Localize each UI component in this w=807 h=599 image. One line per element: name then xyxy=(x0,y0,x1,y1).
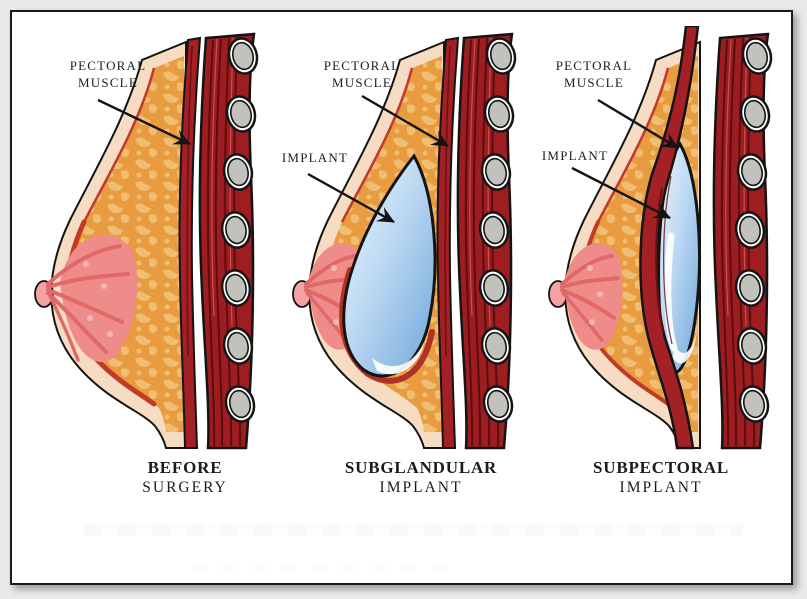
pectoral-muscle-label: PECTORAL MUSCLE xyxy=(526,58,662,91)
pectoral-muscle-arrow xyxy=(97,98,191,146)
pectoral-muscle-label-line1: PECTORAL xyxy=(555,58,633,73)
caption-before-surgery: BEFORE SURGERY xyxy=(60,458,310,497)
anatomy-subpectoral-implant xyxy=(548,26,777,450)
pectoral-muscle-label: PECTORAL MUSCLE xyxy=(288,58,436,91)
pectoral-muscle-arrow xyxy=(361,94,449,148)
mammary-gland xyxy=(560,243,623,350)
caption-line1: SUBGLANDULAR xyxy=(344,458,498,477)
faint-watermark-text-2 xyxy=(192,564,462,572)
caption-line1: SUBPECTORAL xyxy=(592,458,730,477)
implant-highlight xyxy=(664,232,678,352)
caption-subpectoral-implant: SUBPECTORAL IMPLANT xyxy=(536,458,786,497)
caption-line2: SURGERY xyxy=(142,479,228,496)
illustration-frame: PECTORAL MUSCLE BEFORE SURGERY xyxy=(10,10,793,585)
caption-subglandular-implant: SUBGLANDULAR IMPLANT xyxy=(296,458,546,497)
implant-highlight xyxy=(372,342,424,375)
pectoral-muscle-label-line2: MUSCLE xyxy=(332,74,392,90)
mammary-gland xyxy=(46,234,138,362)
anatomy-before-surgery xyxy=(34,32,263,450)
caption-line2: IMPLANT xyxy=(379,479,463,496)
pectoral-muscle-label: PECTORAL MUSCLE xyxy=(34,58,182,91)
capsule-line-top xyxy=(596,67,670,223)
implant-arrow xyxy=(571,166,671,220)
anatomy-subglandular-implant xyxy=(292,32,521,450)
pectoral-muscle-arrow xyxy=(597,98,679,150)
implant xyxy=(342,153,437,378)
implant-highlight-crescent xyxy=(673,330,697,364)
implant-label: IMPLANT xyxy=(541,148,609,163)
implant-arrow xyxy=(307,172,395,224)
caption-line2: IMPLANT xyxy=(619,479,703,496)
caption-line1: BEFORE xyxy=(147,458,223,477)
faint-watermark-text xyxy=(84,524,743,536)
capsule-line-top xyxy=(340,67,414,223)
capsule-line-top xyxy=(82,67,156,223)
panel-subglandular-implant: PECTORAL MUSCLE IMPLANT SUBGLANDULAR IMP… xyxy=(278,26,530,574)
panel-before-surgery: PECTORAL MUSCLE BEFORE SURGERY xyxy=(20,26,272,574)
pectoral-muscle-label-line1: PECTORAL xyxy=(323,58,401,73)
pectoral-muscle-label-line2: MUSCLE xyxy=(78,74,138,90)
implant-label: IMPLANT xyxy=(281,150,349,165)
pectoral-muscle-label-line1: PECTORAL xyxy=(69,58,147,73)
panel-subpectoral-implant: PECTORAL MUSCLE IMPLANT SUBPECTORAL IMPL… xyxy=(534,26,786,574)
pectoral-muscle-label-line2: MUSCLE xyxy=(564,74,624,90)
